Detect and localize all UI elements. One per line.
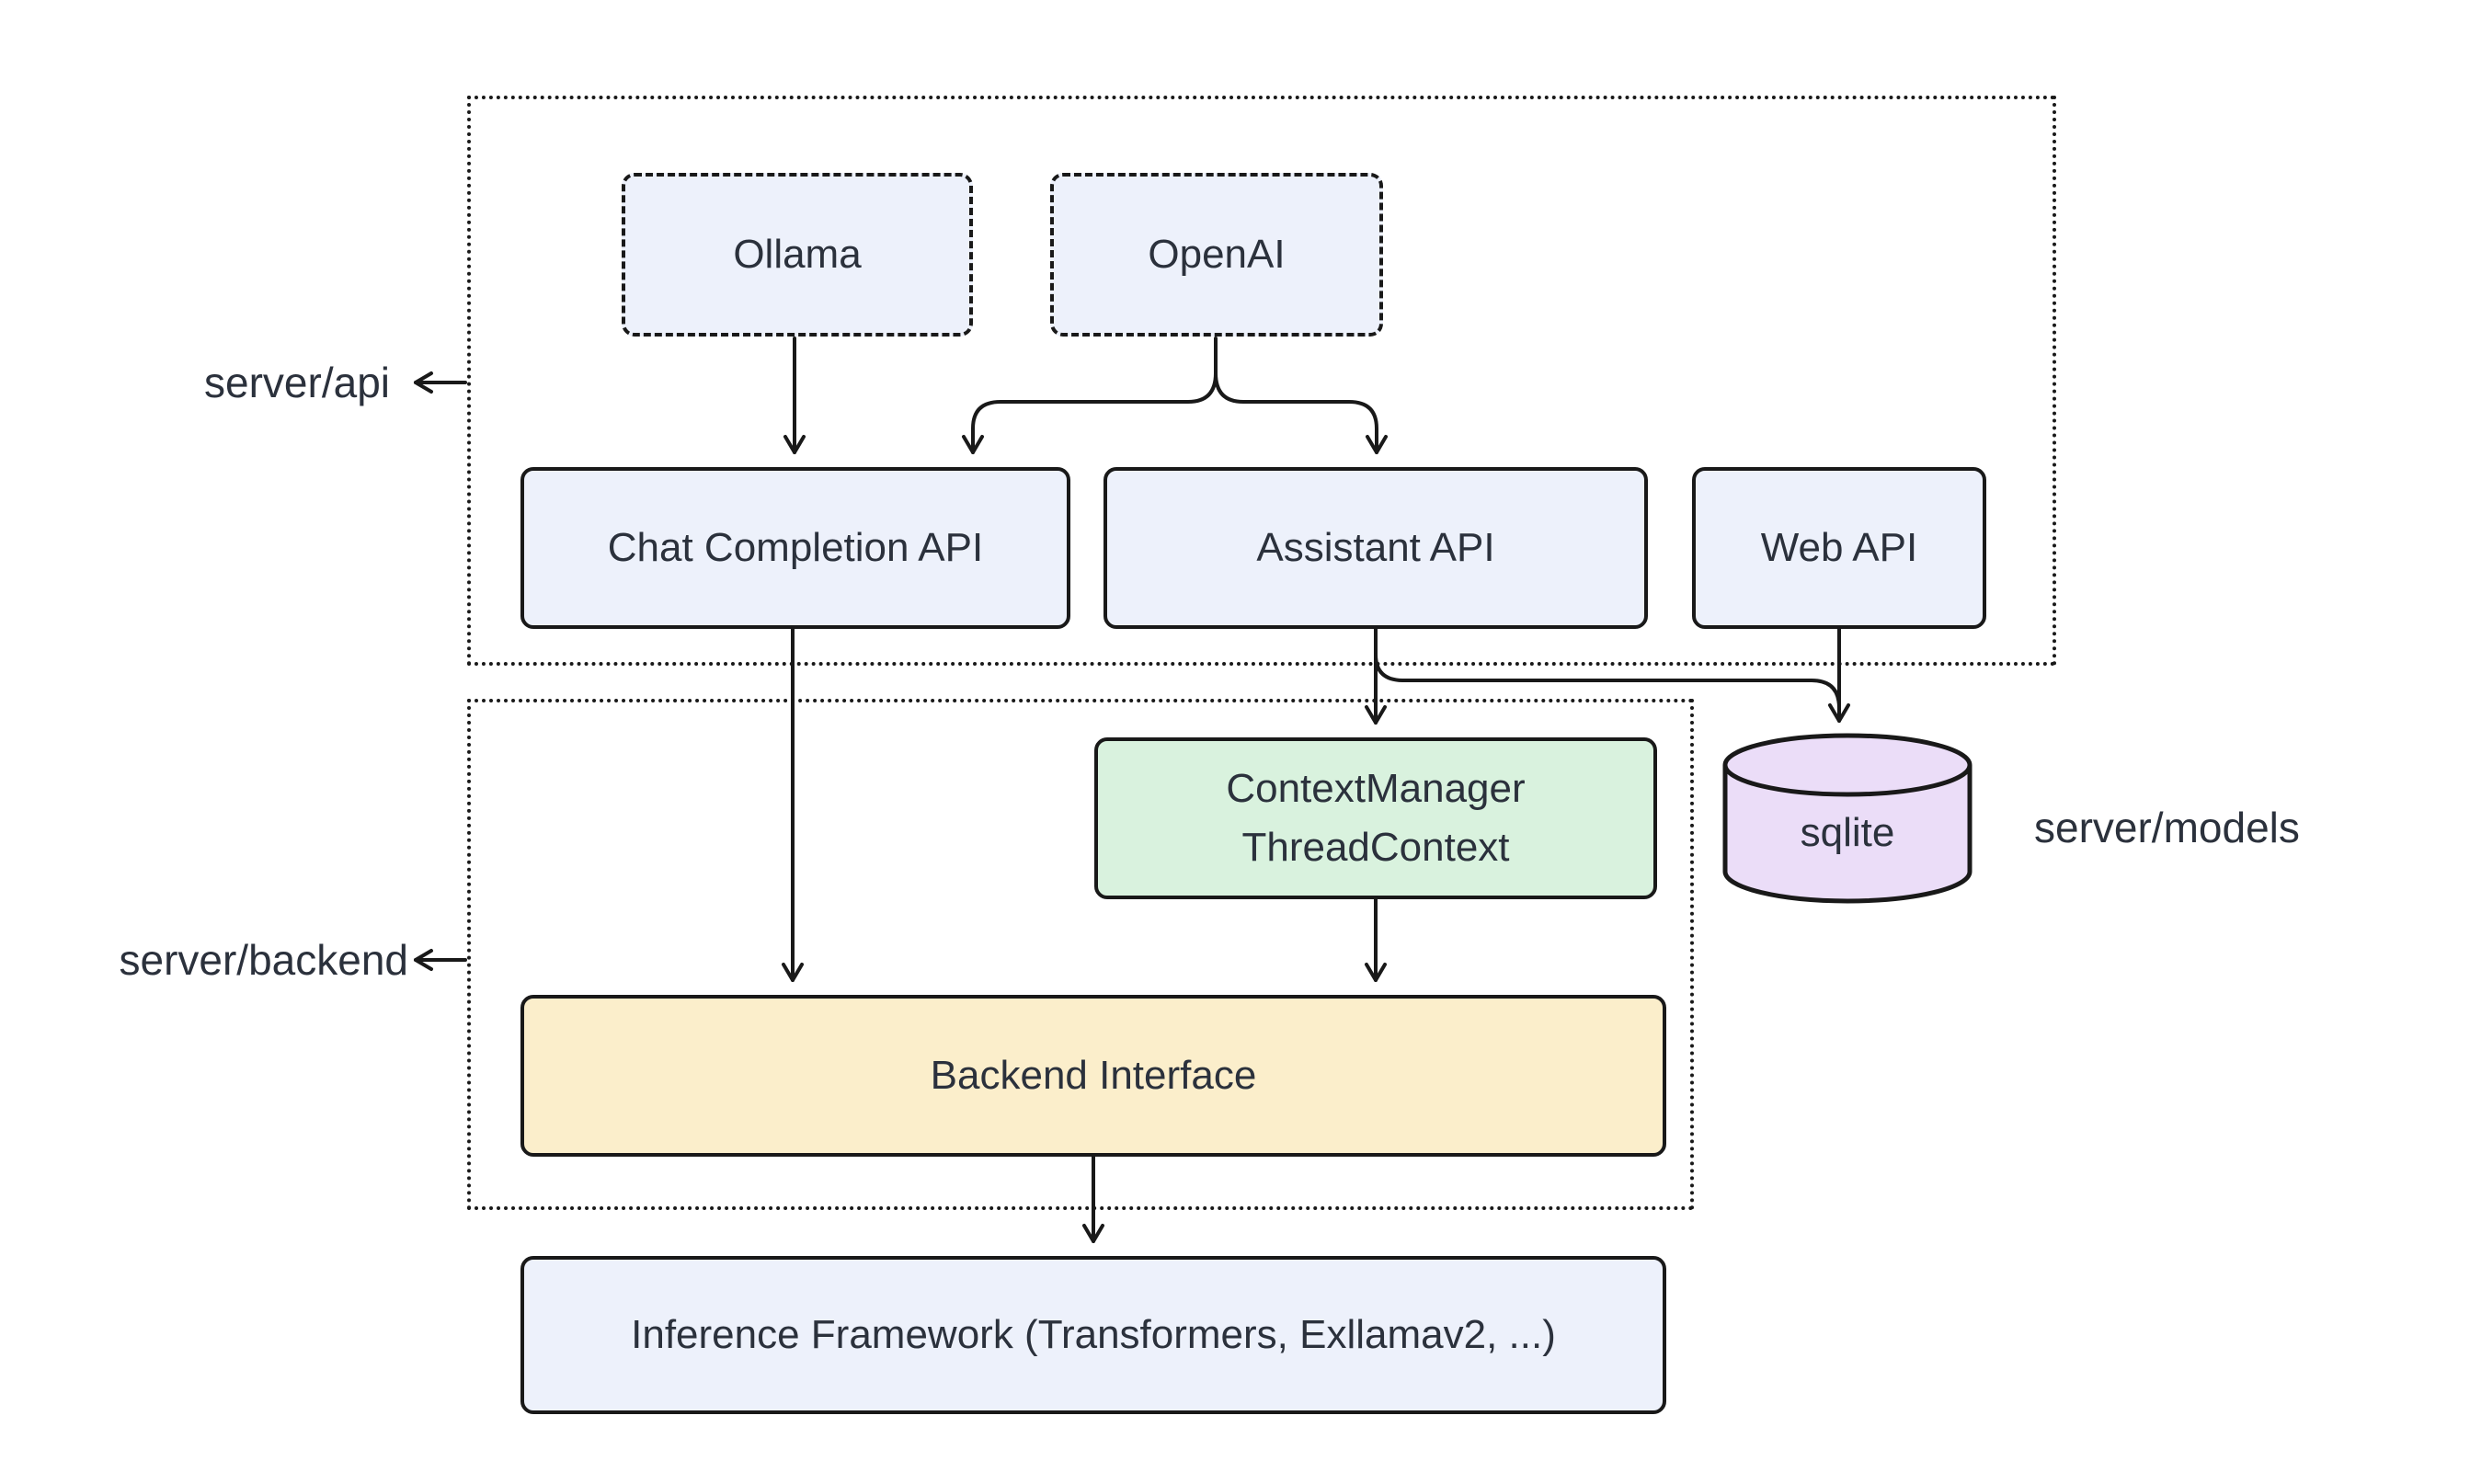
node-web-api-label: Web API (1760, 525, 1918, 571)
group-label-server-models: server/models (2034, 804, 2300, 851)
node-assistant-api-label: Assistant API (1256, 525, 1495, 571)
node-ollama-label: Ollama (733, 232, 862, 278)
node-context-manager-label-line1: ContextManager (1226, 766, 1526, 812)
group-label-server-api: server/api (204, 359, 390, 406)
node-context-manager-label-line2: ThreadContext (1241, 825, 1510, 870)
node-sqlite-label: sqlite (1800, 810, 1895, 855)
node-context-manager: ContextManager ThreadContext (1094, 737, 1657, 899)
node-inference-framework: Inference Framework (Transformers, Exlla… (520, 1256, 1666, 1414)
node-openai-label: OpenAI (1148, 232, 1286, 278)
group-server-backend (467, 699, 1694, 1210)
node-chat-completion-api-label: Chat Completion API (607, 525, 984, 571)
node-backend-interface-label: Backend Interface (930, 1053, 1257, 1099)
node-assistant-api: Assistant API (1103, 467, 1648, 629)
node-inference-framework-label: Inference Framework (Transformers, Exlla… (631, 1312, 1556, 1358)
group-server-api (467, 96, 2056, 666)
node-backend-interface: Backend Interface (520, 995, 1666, 1157)
group-label-server-backend: server/backend (119, 936, 409, 984)
node-openai: OpenAI (1050, 173, 1383, 337)
node-web-api: Web API (1692, 467, 1986, 629)
node-chat-completion-api: Chat Completion API (520, 467, 1070, 629)
node-ollama: Ollama (622, 173, 973, 337)
